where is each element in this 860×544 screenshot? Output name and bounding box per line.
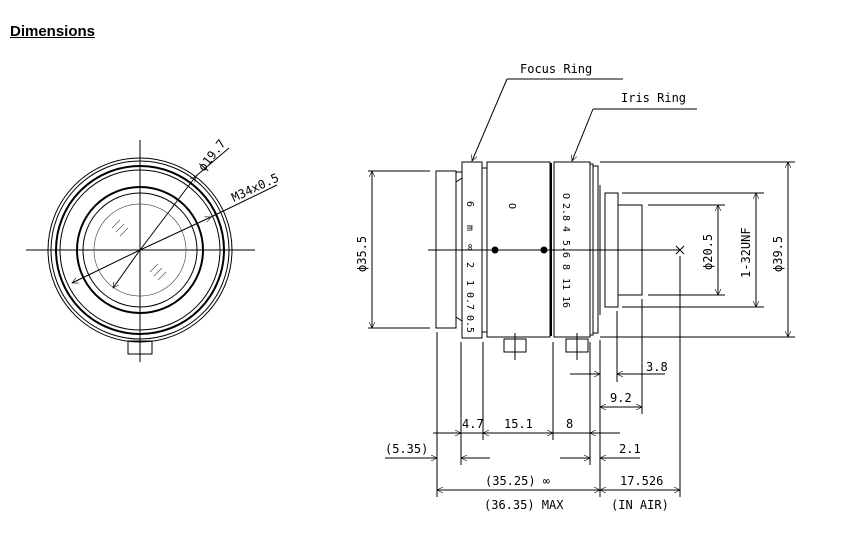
dim-2-1: 2.1 bbox=[619, 442, 641, 456]
focus-ring-label: Focus Ring bbox=[520, 62, 592, 76]
iris-ring-label: Iris Ring bbox=[621, 91, 686, 105]
iris-scale-mark: 2.8 bbox=[560, 203, 571, 221]
iris-scale-mark: O bbox=[560, 193, 571, 199]
side-view: 6 m ∞ 2 1 0.7 0.5 O O 2.8 4 5.6 8 11 16 … bbox=[355, 62, 795, 512]
iris-scale-mark: 16 bbox=[560, 296, 571, 308]
dim-mount-thread: 1-32UNF bbox=[739, 227, 753, 278]
set-screw-icon bbox=[127, 340, 153, 355]
barrel-mark: O bbox=[506, 203, 517, 209]
focal-point-mark bbox=[675, 245, 685, 255]
dim-17-526: 17.526 bbox=[620, 474, 663, 488]
dim-in-air: (IN AIR) bbox=[611, 498, 669, 512]
iris-scale: O 2.8 4 5.6 8 11 16 bbox=[560, 193, 571, 308]
focus-scale-mark: 0.7 bbox=[464, 292, 475, 310]
focus-scale: 6 m ∞ 2 1 0.7 0.5 bbox=[464, 201, 475, 333]
iris-scale-mark: 5.6 bbox=[560, 240, 571, 258]
focus-scale-mark: 2 bbox=[464, 262, 475, 268]
focus-scale-mark: 6 bbox=[464, 201, 475, 207]
dim-rear-diameter: ϕ20.5 bbox=[701, 234, 715, 270]
dim-front-diameter: ϕ35.5 bbox=[355, 236, 369, 272]
dim-9-2: 9.2 bbox=[610, 391, 632, 405]
dim-filter-thread: M34x0.5 bbox=[229, 171, 281, 205]
focus-scale-mark: 0.5 bbox=[464, 315, 475, 333]
front-view: ϕ19.7 M34x0.5 bbox=[26, 137, 281, 362]
focus-scale-mark: 1 bbox=[464, 280, 475, 286]
dim-15-1: 15.1 bbox=[504, 417, 533, 431]
dim-max-diameter: ϕ39.5 bbox=[771, 236, 785, 272]
focus-scale-mark: m bbox=[464, 225, 475, 231]
dim-36-35-max: (36.35) MAX bbox=[484, 498, 564, 512]
dim-inner-diameter: ϕ19.7 bbox=[195, 137, 228, 174]
iris-scale-mark: 11 bbox=[560, 278, 571, 290]
focus-scale-mark: ∞ bbox=[464, 244, 475, 250]
dim-5-35: (5.35) bbox=[385, 442, 428, 456]
dim-35-25: (35.25) ∞ bbox=[485, 474, 550, 488]
iris-scale-mark: 4 bbox=[560, 226, 571, 232]
dim-3-8: 3.8 bbox=[646, 360, 668, 374]
iris-scale-mark: 8 bbox=[560, 264, 571, 270]
dim-8: 8 bbox=[566, 417, 573, 431]
dim-4-7: 4.7 bbox=[462, 417, 484, 431]
page-title: Dimensions bbox=[10, 23, 96, 40]
